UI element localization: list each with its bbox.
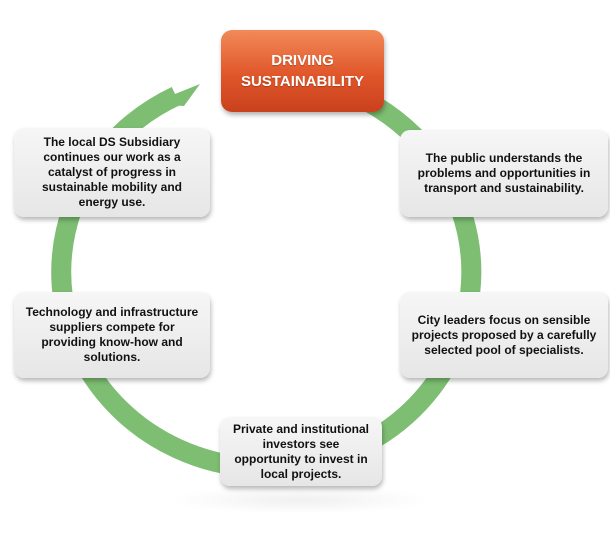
title-line-1: DRIVING — [271, 52, 334, 69]
step-text-ds-subsidiary: The local DS Subsidiary continues our wo… — [41, 135, 183, 209]
step-box-ds-subsidiary: The local DS Subsidiary continues our wo… — [14, 128, 210, 217]
step-text-city-leaders: City leaders focus on sensible projects … — [411, 312, 597, 357]
step-text-investors: Private and institutional investors see … — [232, 421, 370, 481]
step-box-investors: Private and institutional investors see … — [220, 417, 382, 486]
floor-reflection — [170, 486, 430, 514]
step-text-public: The public understands the problems and … — [417, 151, 591, 195]
title-line-2: SUSTAINABILITY — [240, 73, 365, 90]
center-title-box: DRIVING SUSTAINABILITY — [221, 30, 384, 112]
step-box-public: The public understands the problems and … — [400, 130, 608, 217]
cycle-arrowhead — [150, 84, 200, 106]
step-box-city-leaders: City leaders focus on sensible projects … — [400, 292, 608, 378]
step-text-suppliers: Technology and infrastructure suppliers … — [25, 305, 199, 364]
step-box-suppliers: Technology and infrastructure suppliers … — [14, 292, 210, 378]
